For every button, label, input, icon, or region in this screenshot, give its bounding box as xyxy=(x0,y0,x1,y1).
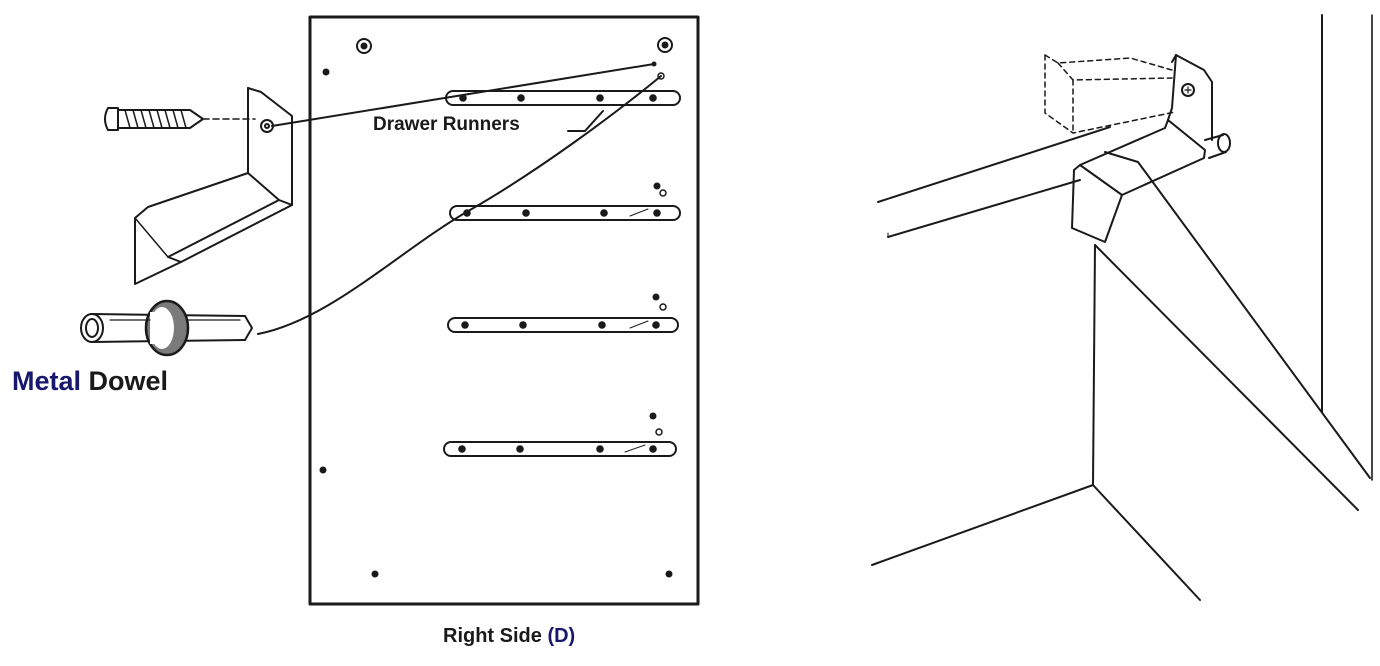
detail-view xyxy=(871,14,1373,601)
screw-icon xyxy=(104,107,204,131)
drawer-runner-4 xyxy=(443,441,677,457)
metal-dowel-label: Metal Dowel xyxy=(12,366,168,397)
right-side-text: Right Side xyxy=(443,625,542,647)
right-side-panel xyxy=(308,15,700,606)
leader-lines xyxy=(202,63,662,335)
panel-code: (D) xyxy=(547,625,576,647)
small-open-holes xyxy=(655,72,667,436)
metal-word: Metal xyxy=(12,366,82,396)
l-bracket-icon xyxy=(134,87,293,285)
drawer-side-rail xyxy=(877,126,1111,238)
cabinet-frame xyxy=(871,14,1373,601)
metal-dowel-icon xyxy=(80,299,253,357)
cam-holes xyxy=(356,37,673,54)
installed-bracket xyxy=(1071,54,1213,243)
drawer-runner-2 xyxy=(449,205,681,221)
dowel-pin xyxy=(1204,133,1231,159)
panel-holes xyxy=(319,61,673,578)
bracket-ghost xyxy=(1044,54,1176,134)
drawer-runners-label: Drawer Runners xyxy=(373,114,520,135)
dowel-word: Dowel xyxy=(88,366,169,396)
drawer-runner-3 xyxy=(447,317,679,333)
drawer-runner-1 xyxy=(445,90,681,106)
right-side-label: Right Side (D) xyxy=(443,625,575,648)
